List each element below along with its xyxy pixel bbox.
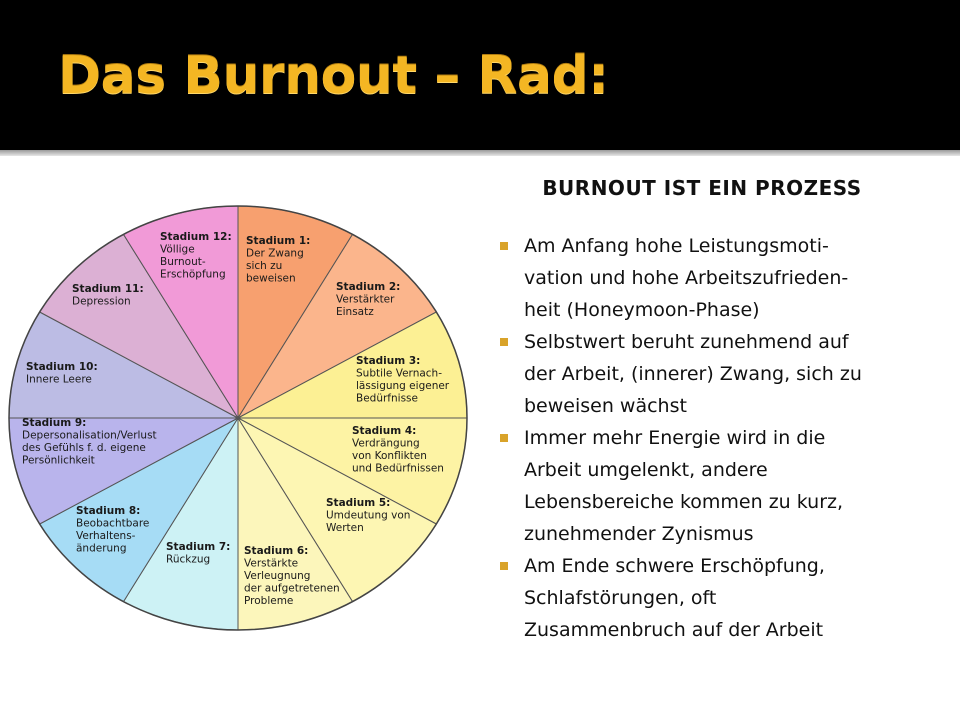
wheel-stage-text: Innere Leere [26,374,92,386]
wheel-segment-label: Stadium 3:Subtile Vernach-lässigung eige… [356,355,450,405]
bullet-text-line: der Arbeit, (innerer) Zwang, sich zu [524,363,862,385]
wheel-stage-text: Völlige [160,244,195,256]
wheel-segment-label: Stadium 11:Depression [72,283,144,308]
wheel-stage-text: Beobachtbare [76,518,149,530]
wheel-stage-text: Bedürfnisse [356,393,418,405]
wheel-stage-text: Einsatz [336,306,374,318]
bullet-text-line: Schlafstörungen, oft [524,587,717,609]
bullet-list: Am Anfang hohe Leistungsmoti-vation und … [494,230,934,646]
wheel-stage-text: Verstärkter [336,294,395,306]
wheel-stage-text: sich zu [246,260,282,272]
bullet-text-line: zunehmender Zynismus [524,523,754,545]
bullet-text-line: Zusammenbruch auf der Arbeit [524,619,824,641]
wheel-stage-title: Stadium 3: [356,355,420,367]
wheel-stage-text: Depersonalisation/Verlust [22,430,157,442]
bullet-marker-icon [500,562,508,570]
wheel-stage-text: Verhaltens- [76,530,136,542]
bullet-text-line: vation und hohe Arbeitszufrieden- [524,267,849,289]
wheel-stage-title: Stadium 4: [352,425,416,437]
wheel-stage-text: von Konflikten [352,450,427,462]
title-divider [0,150,960,156]
bullet-item: Selbstwert beruht zunehmend auf der Arbei… [494,326,934,422]
bullet-text-line: Am Anfang hohe Leistungsmoti- [524,235,829,257]
bullet-item: Am Anfang hohe Leistungsmoti-vation und … [494,230,934,326]
bullet-marker-icon [500,338,508,346]
bullet-text-line: Lebensbereiche kommen zu kurz, [524,491,844,513]
subheading: BURNOUT IST EIN PROZESS [542,176,862,200]
wheel-stage-title: Stadium 10: [26,361,98,373]
wheel-stage-title: Stadium 6: [244,545,308,557]
wheel-segment-label: Stadium 7:Rückzug [166,541,230,566]
wheel-stage-text: Rückzug [166,554,210,566]
title-bar: Das Burnout – Rad: [0,0,960,150]
wheel-stage-text: der aufgetretenen [244,583,340,595]
wheel-stage-title: Stadium 7: [166,541,230,553]
wheel-stage-text: änderung [76,543,127,555]
bullet-text-line: Selbstwert beruht zunehmend auf [524,331,849,353]
wheel-stage-title: Stadium 12: [160,231,232,243]
wheel-stage-text: Der Zwang [246,248,304,260]
wheel-stage-text: Depression [72,296,131,308]
slide-title: Das Burnout – Rad: [58,46,609,106]
bullet-text-line: Arbeit umgelenkt, andere [524,459,768,481]
bullet-marker-icon [500,242,508,250]
bullet-marker-icon [500,434,508,442]
wheel-stage-text: Erschöpfung [160,269,226,281]
wheel-stage-text: lässigung eigener [356,380,450,392]
wheel-stage-text: Probleme [244,595,293,607]
wheel-stage-title: Stadium 8: [76,505,140,517]
bullet-item: Am Ende schwere Erschöpfung, Schlafstörun… [494,550,934,646]
wheel-stage-text: und Bedürfnissen [352,463,444,475]
wheel-stage-text: des Gefühls f. d. eigene [22,442,146,454]
wheel-stage-text: Subtile Vernach- [356,368,442,380]
wheel-stage-text: Persönlichkeit [22,455,95,467]
wheel-stage-text: Verstärkte [244,558,298,570]
wheel-stage-text: Umdeutung von [326,510,410,522]
wheel-stage-text: beweisen [246,273,296,285]
bullet-text-line: Am Ende schwere Erschöpfung, [524,555,825,577]
wheel-stage-title: Stadium 2: [336,281,400,293]
wheel-stage-text: Werten [326,522,364,534]
wheel-stage-text: Verleugnung [244,570,310,582]
bullet-text-line: heit (Honeymoon-Phase) [524,299,760,321]
wheel-stage-text: Verdrängung [352,438,420,450]
wheel-stage-title: Stadium 5: [326,497,390,509]
wheel-stage-title: Stadium 1: [246,235,310,247]
bullet-text-line: Immer mehr Energie wird in die [524,427,826,449]
wheel-stage-text: Burnout- [160,256,206,268]
wheel-stage-title: Stadium 9: [22,417,86,429]
wheel-stage-title: Stadium 11: [72,283,144,295]
wheel-segment-label: Stadium 10:Innere Leere [26,361,98,386]
bullet-text-line: beweisen wächst [524,395,687,417]
wheel-rim [8,205,468,631]
